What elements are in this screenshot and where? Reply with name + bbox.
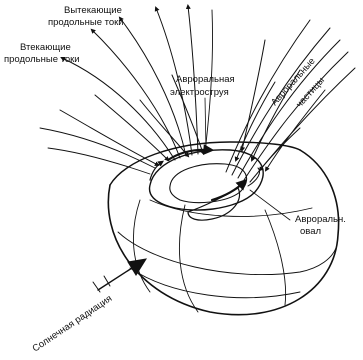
outflowing-currents-label-2: продольные токи [48,17,124,28]
electrojet-arrows [150,150,244,200]
outflowing-currents-label-1: Вытекающие [64,5,122,16]
auroral-oval [150,150,264,220]
inflowing-currents-label-2: продольные токи [4,54,80,65]
solar-radiation-label: Солнечная радиация [31,293,115,354]
solar-radiation-arrow [93,259,146,292]
auroral-oval-label-2: овал [300,226,321,237]
electrojet-label-2: электроструя [170,87,229,98]
electrojet-label-1: Авроральная [176,74,235,85]
auroral-particles [226,20,355,182]
inflowing-currents-label-1: Втекающие [20,42,71,53]
auroral-oval-label-1: Авроральн. [295,214,346,225]
leader-lines [205,98,290,220]
